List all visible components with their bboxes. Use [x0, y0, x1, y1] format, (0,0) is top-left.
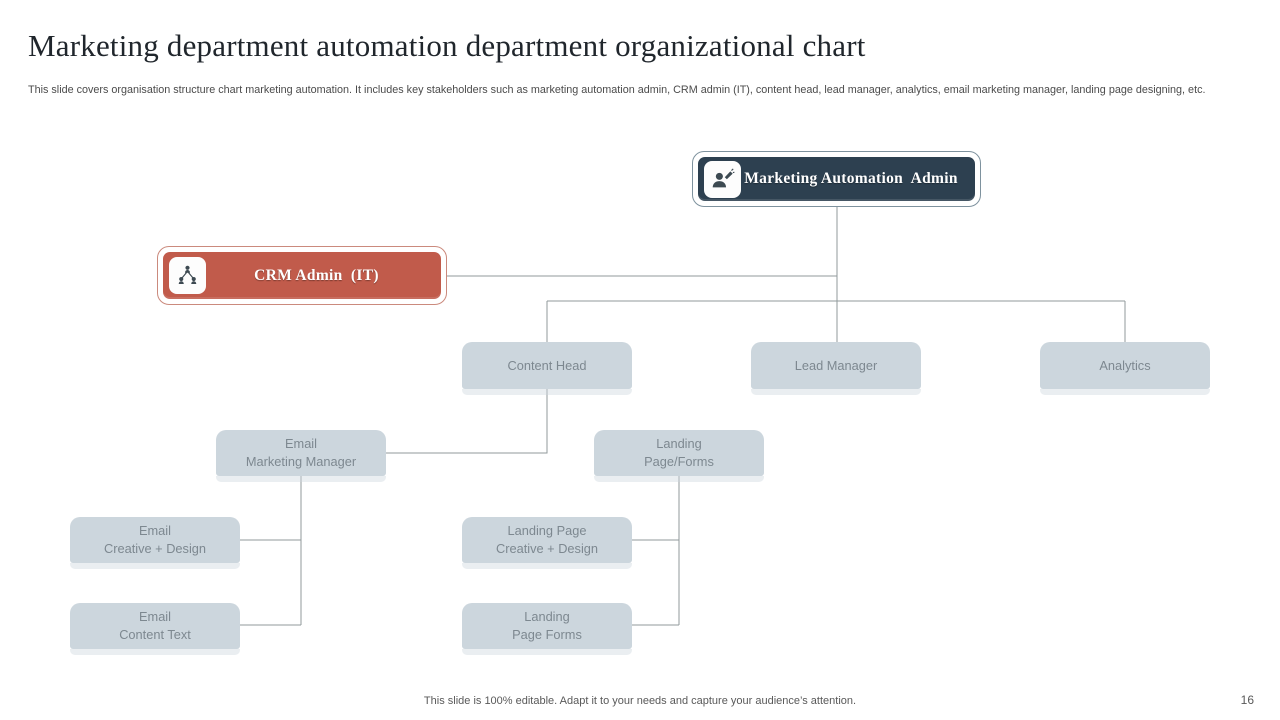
node-landing-page-creative-design[interactable]: Landing Page Creative + Design — [462, 517, 632, 569]
footer-note: This slide is 100% editable. Adapt it to… — [423, 695, 857, 707]
node-landing-page-forms[interactable]: Landing Page/Forms — [594, 430, 764, 482]
node-label: Lead Manager — [794, 357, 878, 373]
slide-description: This slide covers organisation structure… — [28, 84, 1206, 96]
node-label: Email Marketing Manager — [245, 436, 357, 469]
page-title: Marketing department automation departme… — [28, 28, 866, 63]
node-marketing-automation-admin-body: Marketing Automation Admin — [698, 157, 975, 201]
node-label: Analytics — [1099, 357, 1151, 373]
node-email-marketing-manager[interactable]: Email Marketing Manager — [216, 430, 386, 482]
page-number: 16 — [1240, 693, 1254, 707]
node-label: Landing Page/Forms — [644, 436, 714, 469]
node-marketing-automation-admin[interactable]: Marketing Automation Admin — [692, 151, 981, 207]
announcer-person-icon — [704, 160, 741, 198]
node-label: Content Head — [507, 357, 587, 373]
node-crm-admin-it-body: CRM Admin (IT) — [163, 252, 441, 299]
node-lead-manager[interactable]: Lead Manager — [751, 342, 921, 395]
node-label: Landing Page Forms — [512, 609, 582, 642]
node-landing-page-forms-child[interactable]: Landing Page Forms — [462, 603, 632, 655]
node-crm-admin-it[interactable]: CRM Admin (IT) — [157, 246, 447, 305]
node-label: CRM Admin (IT) — [254, 266, 379, 284]
node-label: Marketing Automation Admin — [744, 170, 958, 187]
node-label: Email Creative + Design — [103, 523, 207, 556]
node-email-content-text[interactable]: Email Content Text — [70, 603, 240, 655]
node-email-creative-design[interactable]: Email Creative + Design — [70, 517, 240, 569]
node-label: Landing Page Creative + Design — [495, 523, 599, 556]
org-hierarchy-icon — [169, 257, 206, 294]
node-label: Email Content Text — [119, 609, 191, 642]
node-analytics[interactable]: Analytics — [1040, 342, 1210, 395]
node-content-head[interactable]: Content Head — [462, 342, 632, 395]
